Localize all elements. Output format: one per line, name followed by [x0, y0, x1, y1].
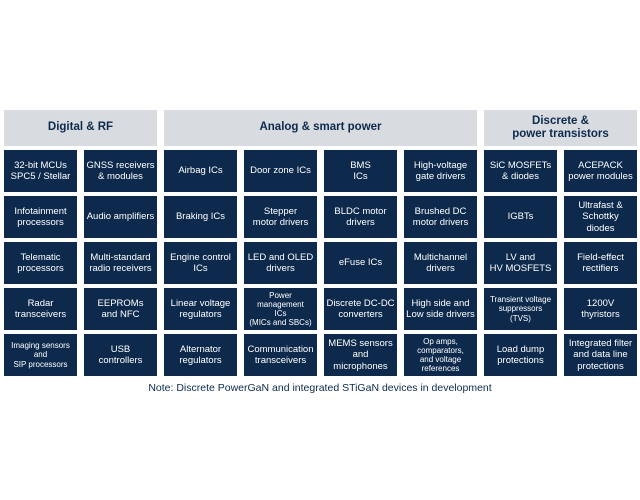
grid-cell: Stepper motor drivers: [244, 196, 317, 238]
grid-cell: Airbag ICs: [164, 150, 237, 192]
grid-cell: eFuse ICs: [324, 242, 397, 284]
grid-cell: Ultrafast & Schottky diodes: [564, 196, 637, 238]
grid-cell: ACEPACK power modules: [564, 150, 637, 192]
grid-cell: Brushed DC motor drivers: [404, 196, 477, 238]
grid-cell: GNSS receivers & modules: [84, 150, 157, 192]
grid-cell: LV and HV MOSFETS: [484, 242, 557, 284]
grid-cell: Infotainment processors: [4, 196, 77, 238]
group-header-analog-smart-power: Analog & smart power: [164, 110, 477, 146]
grid-cell: BMS ICs: [324, 150, 397, 192]
grid-cell: Op amps, comparators, and voltage refere…: [404, 334, 477, 376]
grid-cell: High side and Low side drivers: [404, 288, 477, 330]
footnote: Note: Discrete PowerGaN and integrated S…: [148, 382, 492, 394]
group-header-digital-rf: Digital & RF: [4, 110, 157, 146]
grid-cell: Integrated filter and data line protecti…: [564, 334, 637, 376]
grid-cell: MEMS sensors and microphones: [324, 334, 397, 376]
grid-cell: Discrete DC-DC converters: [324, 288, 397, 330]
grid-cell: USB controllers: [84, 334, 157, 376]
grid-cell: LED and OLED drivers: [244, 242, 317, 284]
grid-cell: EEPROMs and NFC: [84, 288, 157, 330]
grid-cell: BLDC motor drivers: [324, 196, 397, 238]
grid-cell: Transient voltage suppressors (TVS): [484, 288, 557, 330]
grid-cell: 1200V thyristors: [564, 288, 637, 330]
grid-cell: Braking ICs: [164, 196, 237, 238]
grid-cell: Power management ICs (MICs and SBCs): [244, 288, 317, 330]
grid-cell: Alternator regulators: [164, 334, 237, 376]
grid-cell: Radar transceivers: [4, 288, 77, 330]
grid-cell: Imaging sensors and SIP processors: [4, 334, 77, 376]
grid-cell: High-voltage gate drivers: [404, 150, 477, 192]
grid-cell: Field-effect rectifiers: [564, 242, 637, 284]
grid-cell: Multi-standard radio receivers: [84, 242, 157, 284]
grid-cell: Multichannel drivers: [404, 242, 477, 284]
grid-cell: Communication transceivers: [244, 334, 317, 376]
grid-cell: Linear voltage regulators: [164, 288, 237, 330]
grid-cell: IGBTs: [484, 196, 557, 238]
grid-cell: Door zone ICs: [244, 150, 317, 192]
grid-cell: 32-bit MCUs SPC5 / Stellar: [4, 150, 77, 192]
product-grid: Digital & RF Analog & smart power Discre…: [4, 110, 637, 376]
grid-cell: Engine control ICs: [164, 242, 237, 284]
group-header-discrete-power-transistors: Discrete & power transistors: [484, 110, 637, 146]
grid-cell: Telematic processors: [4, 242, 77, 284]
grid-cell: SiC MOSFETs & diodes: [484, 150, 557, 192]
grid-cell: Audio amplifiers: [84, 196, 157, 238]
grid-cell: Load dump protections: [484, 334, 557, 376]
